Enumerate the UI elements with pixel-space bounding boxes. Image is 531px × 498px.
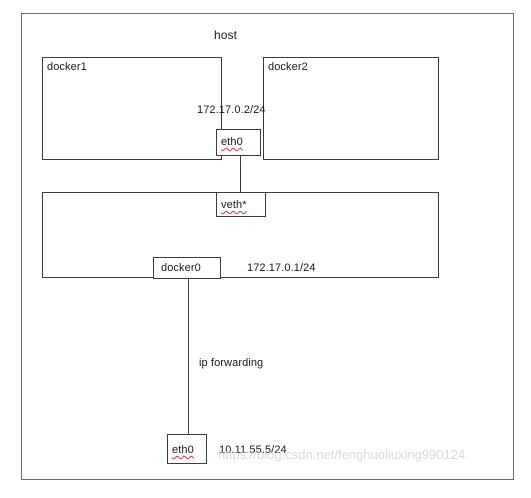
docker0-interface: docker0 xyxy=(153,257,221,279)
docker1-container: docker1 xyxy=(42,57,222,160)
docker1-label: docker1 xyxy=(47,61,87,73)
bridge-ip-label: 172.17.0.1/24 xyxy=(247,262,316,274)
watermark-text: https://blog.csdn.net/fenghuoliuxing9901… xyxy=(218,447,466,462)
ip-forwarding-connector xyxy=(188,279,189,434)
veth-interface: veth* xyxy=(216,192,266,217)
docker2-container: docker2 xyxy=(263,57,439,160)
docker0-label: docker0 xyxy=(161,262,201,274)
container-eth0-interface: eth0 xyxy=(216,129,261,156)
veth-label: veth* xyxy=(221,199,247,211)
ip-forwarding-label: ip forwarding xyxy=(199,357,264,369)
docker2-label: docker2 xyxy=(268,61,308,73)
eth0-veth-connector xyxy=(240,156,241,192)
host-eth0-label: eth0 xyxy=(172,444,194,456)
host-label: host xyxy=(214,28,238,42)
container-eth0-label: eth0 xyxy=(221,136,243,148)
host-eth0-ip-label: 10.11.55.5/24 xyxy=(219,444,287,456)
container-ip-label: 172.17.0.2/24 xyxy=(197,104,266,116)
host-eth0-interface: eth0 xyxy=(167,434,207,464)
host-frame xyxy=(21,13,514,480)
